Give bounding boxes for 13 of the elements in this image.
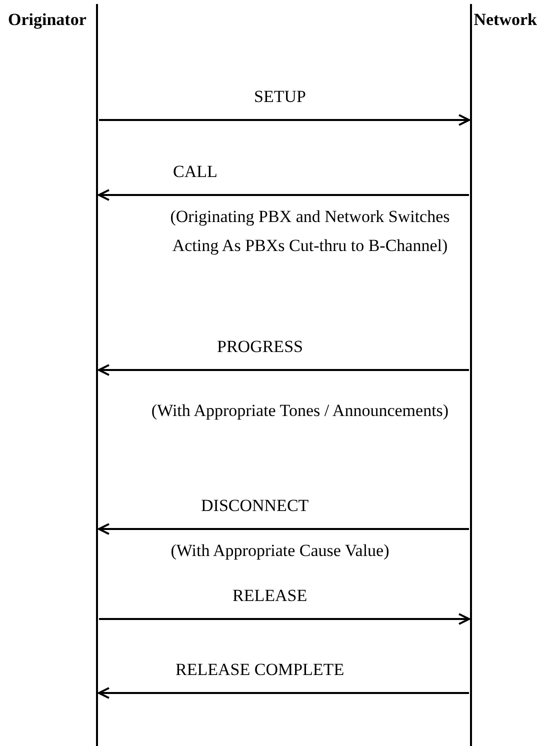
- message-note: (Originating PBX and Network Switches Acting As PBXs Cut-thru to B-Channel): [169, 206, 451, 257]
- participant-name: Network: [474, 10, 537, 30]
- lifeline: [470, 4, 537, 746]
- message-arrow: [98, 687, 469, 699]
- message-arrow: [98, 189, 469, 201]
- message-arrow: [98, 364, 469, 376]
- message-arrow: [99, 114, 470, 126]
- message-note: (With Appropriate Tones / Announcements): [150, 400, 450, 422]
- lifeline: [8, 4, 98, 746]
- participant-name: Originator: [8, 10, 86, 30]
- message-note: (With Appropriate Cause Value): [170, 540, 390, 562]
- message-arrow: [99, 613, 470, 625]
- message-arrow: [98, 523, 469, 535]
